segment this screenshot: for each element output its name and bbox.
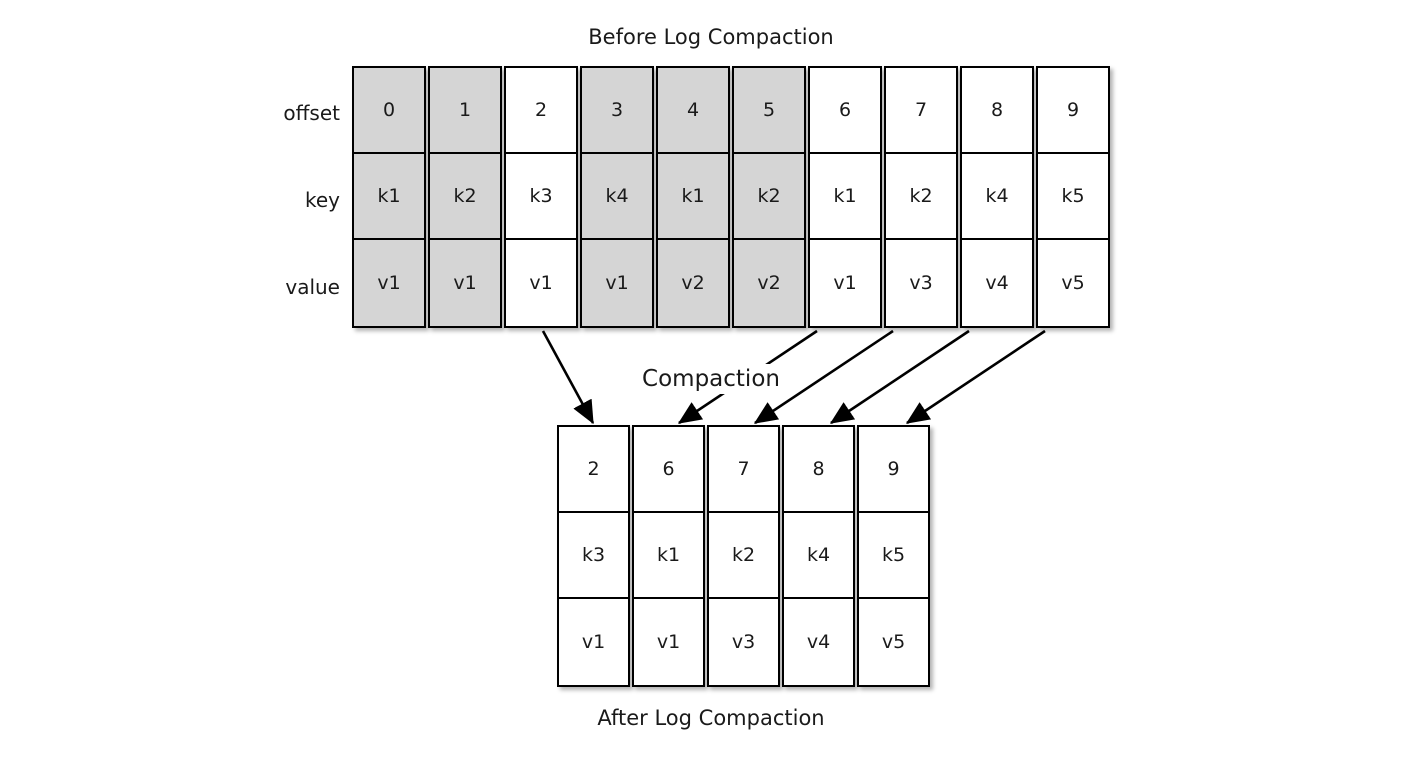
row-label-key: key	[304, 188, 340, 212]
before-cell-offset: 3	[582, 68, 652, 154]
before-cell-value: v1	[605, 272, 629, 294]
after-cell-value: v4	[806, 631, 831, 653]
after-cell-offset: 8	[784, 427, 853, 513]
before-cell-value: v2	[757, 272, 781, 294]
compaction-label-text: Compaction	[632, 364, 790, 394]
after-caption: After Log Compaction	[597, 706, 825, 730]
before-cell-value: v5	[1061, 272, 1085, 294]
before-cell-offset: 2	[506, 68, 576, 154]
before-cell-offset: 9	[1038, 68, 1108, 154]
before-cell-offset: 4	[658, 68, 728, 154]
before-cell-offset: 7	[886, 68, 956, 154]
row-label-value: value	[285, 275, 340, 299]
before-cell-key: k3	[506, 154, 576, 240]
before-cell-key: k5	[1038, 154, 1108, 240]
before-cell-key: k2	[886, 154, 956, 240]
after-cell-value: v5	[881, 631, 906, 653]
after-cell-offset: 9	[859, 427, 928, 513]
after-cell-value: v3	[731, 631, 756, 653]
after-cell-offset: 6	[634, 427, 703, 513]
before-cell-value: v3	[909, 272, 933, 294]
before-cell-key: k4	[582, 154, 652, 240]
before-cell-key: k2	[430, 154, 500, 240]
after-cell-key: k1	[634, 513, 703, 599]
before-cell-offset: 5	[734, 68, 804, 154]
compaction-label: Compaction	[0, 364, 1422, 394]
before-cell-key: k4	[962, 154, 1032, 240]
before-cell-value: v1	[453, 272, 477, 294]
after-cell-key: k3	[559, 513, 628, 599]
before-cell-key: k1	[354, 154, 424, 240]
before-cell-offset: 6	[810, 68, 880, 154]
before-cell-offset: 0	[354, 68, 424, 154]
before-cell-value: v2	[681, 272, 705, 294]
before-cell-value: v1	[529, 272, 553, 294]
after-cell-value: v1	[656, 631, 681, 653]
before-cell-offset: 1	[430, 68, 500, 154]
after-cell-value: v1	[581, 631, 606, 653]
after-cell-key: k5	[859, 513, 928, 599]
after-cell-offset: 2	[559, 427, 628, 513]
before-caption: Before Log Compaction	[588, 25, 834, 49]
before-cell-value: v4	[985, 272, 1009, 294]
before-cell-offset: 8	[962, 68, 1032, 154]
row-label-offset: offset	[283, 101, 340, 125]
before-cell-value: v1	[377, 272, 401, 294]
after-cell-offset: 7	[709, 427, 778, 513]
before-cell-key: k1	[810, 154, 880, 240]
before-cell-key: k2	[734, 154, 804, 240]
before-cell-value: v1	[833, 272, 857, 294]
after-cell-key: k4	[784, 513, 853, 599]
after-cell-key: k2	[709, 513, 778, 599]
before-cell-key: k1	[658, 154, 728, 240]
